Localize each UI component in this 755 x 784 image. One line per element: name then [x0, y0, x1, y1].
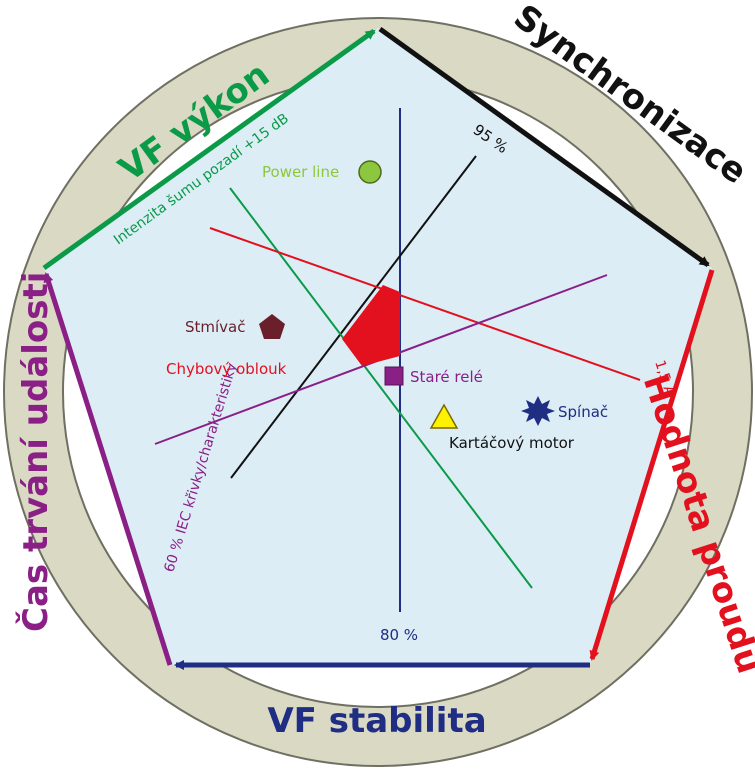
edge-cas-trvani: [43, 272, 173, 666]
chybovy-oblouk-label: Chybový oblouk: [166, 360, 287, 378]
triangle-icon: [429, 403, 459, 429]
marker-power-line: Power line: [262, 160, 382, 184]
star-icon: [521, 396, 555, 426]
axis-label-blue: 80 %: [380, 626, 418, 644]
edge-synchronizace: [378, 26, 710, 268]
ring-label-vf-stabilita: VF stabilita: [267, 701, 486, 741]
edge-hodnota-proudu: [589, 269, 715, 661]
ring-label-cas-trvani: Čas trvání události: [15, 272, 56, 632]
stare-rele-label: Staré relé: [410, 368, 483, 386]
black-diagonal-line: [230, 155, 477, 479]
red-zone: [342, 285, 400, 366]
green-diagonal-line: [229, 187, 533, 589]
edge-vf-vykon: [42, 28, 376, 271]
pentagon-icon: [259, 314, 285, 339]
stmivac-label: Stmívač: [185, 318, 246, 336]
kartacovy-motor-label: Kartáčový motor: [449, 434, 575, 452]
spinac-label: Spínač: [558, 403, 608, 421]
marker-stmivac: Stmívač: [185, 314, 285, 339]
marker-spinac: Spínač: [521, 396, 608, 426]
power-line-label: Power line: [262, 163, 339, 181]
marker-kartacovy-motor: Kartáčový motor: [429, 403, 575, 452]
red-diagonal-line: [209, 227, 641, 381]
marker-stare-rele: Staré relé: [384, 366, 483, 386]
circle-icon: [358, 160, 382, 184]
square-icon: [384, 366, 404, 386]
